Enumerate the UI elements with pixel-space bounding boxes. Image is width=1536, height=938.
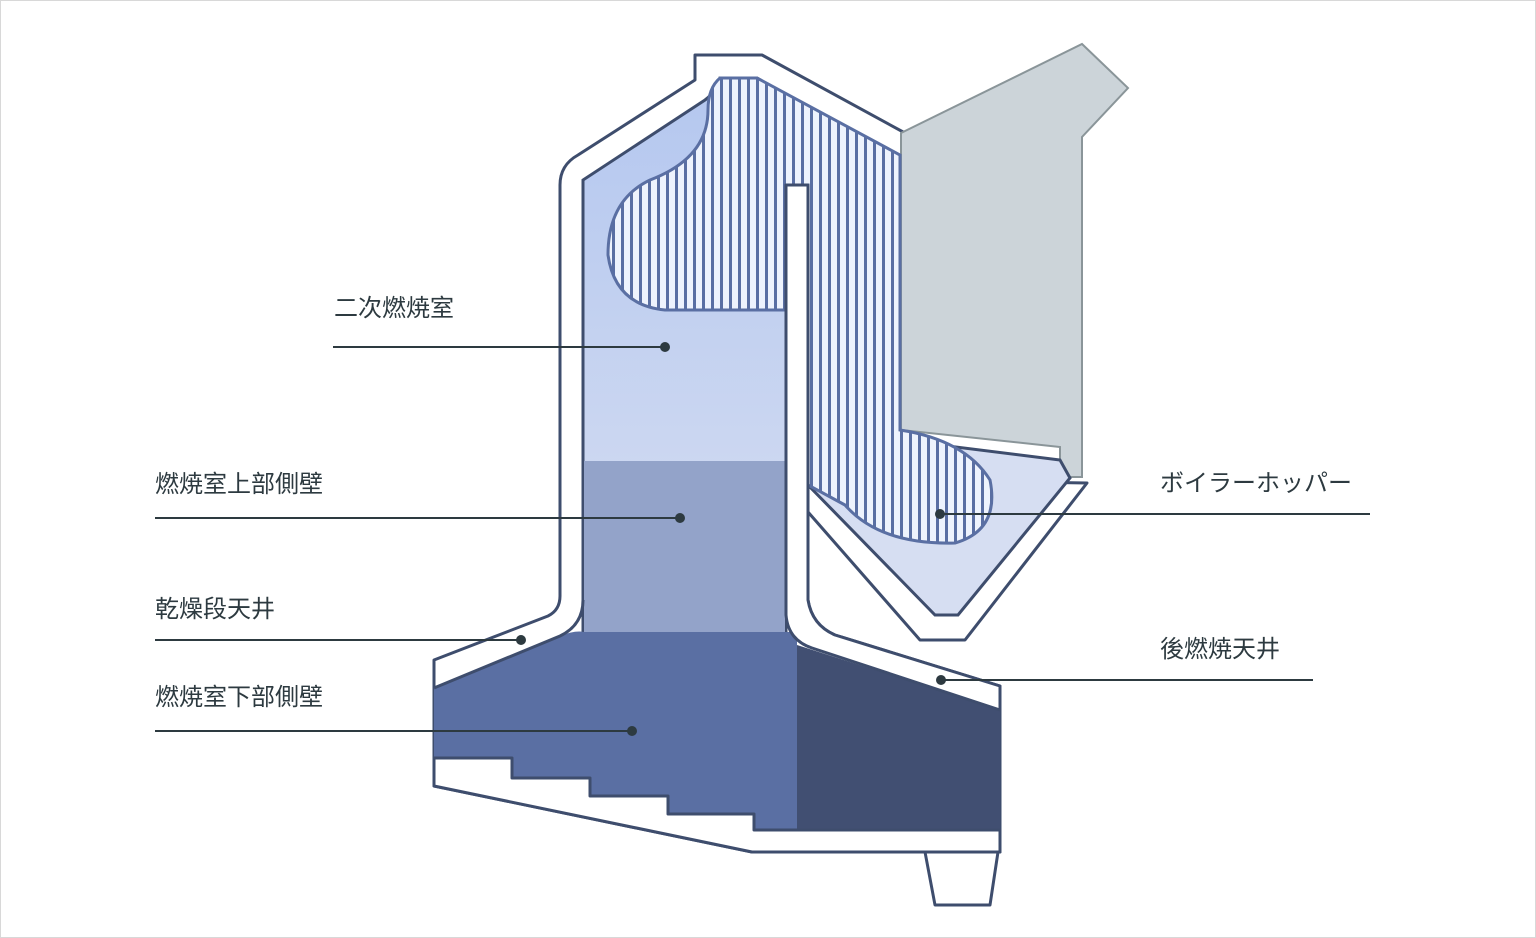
furnace-base xyxy=(432,756,1002,854)
label-text: 乾燥段天井 xyxy=(155,595,275,623)
boiler-body xyxy=(900,42,1130,478)
label-text: 燃焼室下部側壁 xyxy=(155,683,323,711)
flue-gas-hatched-region xyxy=(606,76,994,545)
label-text: ボイラーホッパー xyxy=(1160,469,1352,497)
label-post-combustion-ceiling: 後燃焼天井 xyxy=(936,635,1313,685)
label-secondary-chamber: 二次燃焼室 xyxy=(333,294,670,352)
baffle-wall xyxy=(784,183,1002,712)
upper-side-wall-zone xyxy=(584,461,785,632)
post-combustion-zone xyxy=(797,645,1000,830)
label-text: 二次燃焼室 xyxy=(334,294,454,322)
label-text: 後燃焼天井 xyxy=(1160,635,1280,663)
label-boiler-hopper: ボイラーホッパー xyxy=(935,469,1370,519)
ash-chute xyxy=(923,850,1000,907)
drying-ceiling xyxy=(433,599,585,690)
label-text: 燃焼室上部側壁 xyxy=(155,470,323,498)
label-upper-side-wall: 燃焼室上部側壁 xyxy=(155,470,685,523)
label-lower-side-wall: 燃焼室下部側壁 xyxy=(155,683,637,736)
label-drying-ceiling: 乾燥段天井 xyxy=(155,595,526,645)
